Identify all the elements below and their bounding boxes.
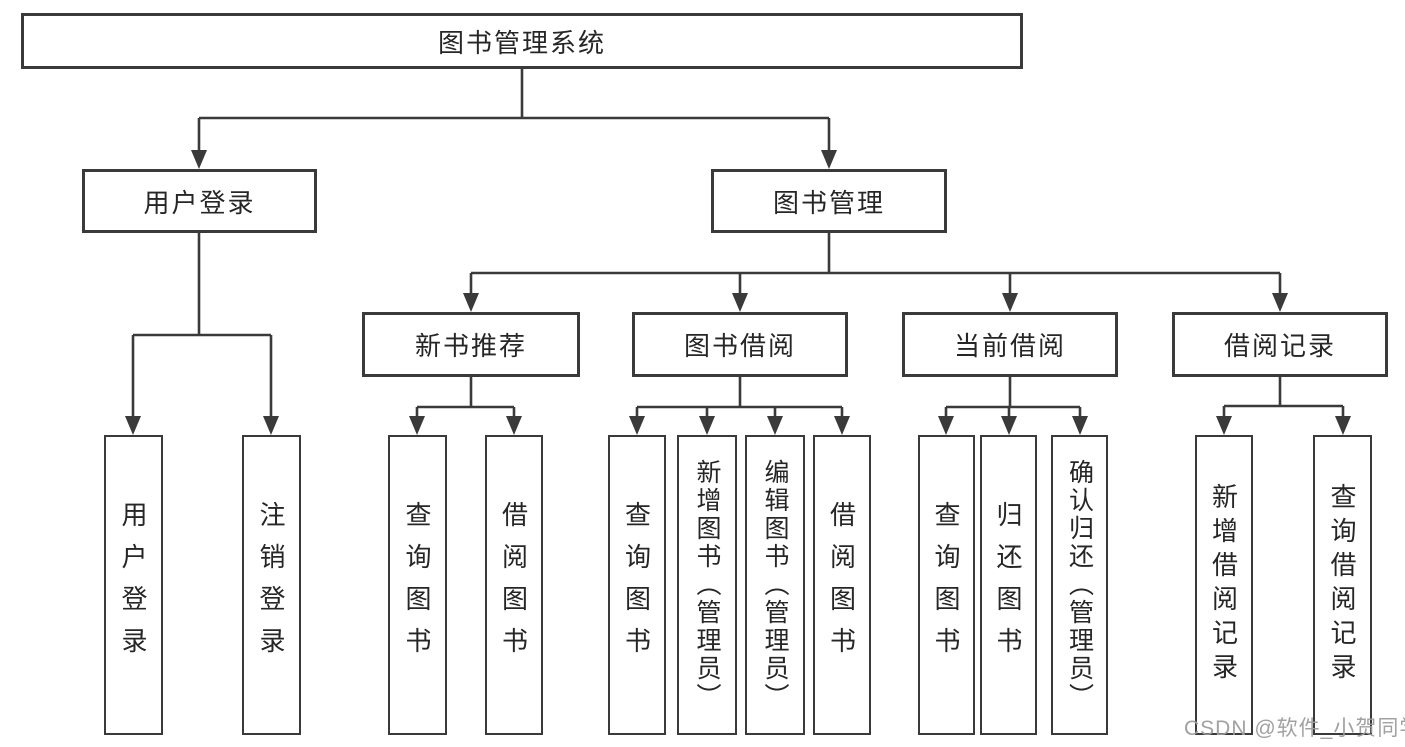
leaf-borrow-add-books-admin: 新增图书（管理员） (677, 435, 737, 735)
connector-newbook-to-children (415, 377, 516, 417)
leaf-newbook-borrow-books: 借阅图书 (485, 435, 543, 735)
arrowheads-login-children (125, 416, 279, 435)
node-book-borrowing: 图书借阅 (632, 312, 848, 377)
arrowheads-borrow-children (629, 416, 850, 435)
node-system-root: 图书管理系统 (21, 13, 1023, 69)
connector-login-to-children (131, 233, 273, 417)
node-borrow-records: 借阅记录 (1172, 312, 1388, 377)
connector-current-to-children (944, 377, 1082, 417)
node-current-borrowing: 当前借阅 (902, 312, 1118, 377)
leaf-current-confirm-return-admin: 确认归还（管理员） (1051, 435, 1108, 735)
leaf-borrow-query-books: 查询图书 (608, 435, 666, 735)
node-user-login: 用户登录 (82, 169, 317, 233)
leaf-borrow-edit-books-admin: 编辑图书（管理员） (745, 435, 805, 735)
leaf-logout: 注销登录 (242, 435, 301, 735)
leaf-current-return-books: 归还图书 (980, 435, 1037, 735)
connector-mgmt-to-level3 (469, 233, 1282, 294)
node-book-management: 图书管理 (711, 169, 947, 233)
arrowheads-level2 (191, 150, 837, 169)
arrowheads-records-children (1216, 416, 1351, 435)
connector-root-to-level2 (197, 69, 831, 151)
leaf-borrow-borrow-books: 借阅图书 (813, 435, 871, 735)
leaf-current-query-books: 查询图书 (918, 435, 975, 735)
csdn-watermark: CSDN @软件_小贺同学 (1184, 717, 1405, 740)
arrowheads-newbook-children (409, 416, 522, 435)
node-new-book-recommend: 新书推荐 (362, 312, 580, 377)
leaf-records-add-record: 新增借阅记录 (1195, 435, 1253, 735)
leaf-newbook-query-books: 查询图书 (388, 435, 447, 735)
arrowheads-level3 (463, 293, 1288, 312)
connector-records-to-children (1222, 377, 1345, 417)
leaf-user-login: 用户登录 (104, 435, 163, 735)
leaf-records-query-record: 查询借阅记录 (1313, 435, 1372, 735)
arrowheads-current-children (938, 416, 1088, 435)
connector-borrow-to-children (635, 377, 844, 417)
